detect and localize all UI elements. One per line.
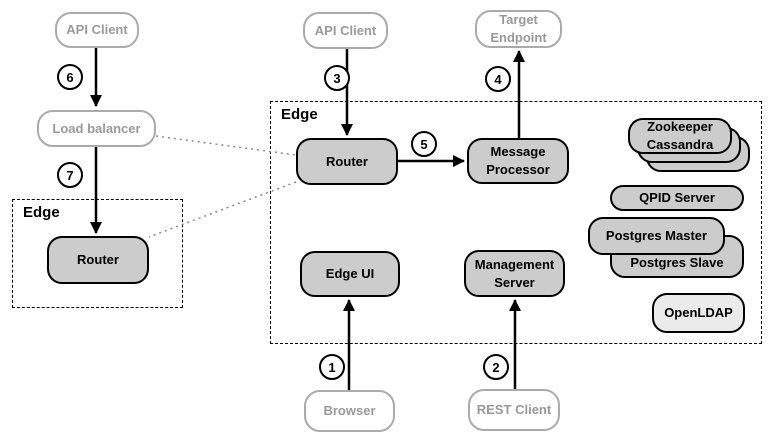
step-number: 2 [492, 359, 500, 375]
step-circle-4: 4 [485, 66, 511, 92]
node-label: API Client [314, 22, 377, 38]
step-number: 3 [333, 70, 341, 86]
node-label: Postgres Slave [630, 255, 724, 271]
node-label: Postgres Master [605, 228, 708, 244]
step-circle-6: 6 [57, 64, 83, 90]
node-load-balancer: Load balancer [37, 110, 156, 147]
node-openldap: OpenLDAP [652, 293, 745, 333]
node-management-server: Management Server [464, 250, 565, 297]
group-edge-left-label: Edge [23, 204, 60, 221]
node-label: Edge UI [325, 266, 375, 282]
group-edge-main-label: Edge [281, 106, 318, 123]
node-message-processor: Message Processor [467, 138, 569, 184]
node-api-client-top: API Client [303, 12, 388, 49]
node-rest-client: REST Client [468, 389, 560, 431]
step-circle-5: 5 [411, 131, 437, 157]
step-circle-3: 3 [324, 65, 350, 91]
node-label: Management Server [474, 256, 555, 290]
node-label: Load balancer [52, 120, 141, 136]
step-circle-7: 7 [57, 162, 83, 188]
node-label: Router [77, 252, 119, 268]
step-number: 1 [328, 359, 336, 375]
node-qpid-server: QPID Server [610, 185, 744, 211]
node-zookeeper-cassandra: Zookeeper Cassandra [628, 118, 732, 154]
step-circle-1: 1 [319, 354, 345, 380]
node-label: Zookeeper Cassandra [646, 119, 714, 152]
node-api-client-left: API Client [55, 12, 139, 48]
dotted-router-main-to-router-left [148, 181, 297, 238]
node-postgres-master: Postgres Master [588, 217, 725, 255]
node-edge-ui: Edge UI [300, 251, 400, 297]
step-number: 7 [66, 167, 74, 183]
node-label: Message Processor [486, 144, 550, 177]
step-number: 6 [66, 69, 74, 85]
node-label: Browser [323, 403, 376, 419]
node-browser: Browser [304, 390, 395, 432]
node-label: Router [326, 153, 368, 169]
node-label: QPID Server [639, 190, 715, 206]
group-edge-left: Edge [12, 199, 183, 308]
step-number: 4 [494, 71, 502, 87]
node-label: Target Endpoint [490, 12, 547, 45]
node-target-endpoint: Target Endpoint [475, 10, 562, 48]
step-circle-2: 2 [483, 354, 509, 380]
node-label: REST Client [476, 402, 552, 418]
step-number: 5 [420, 136, 428, 152]
node-router-main: Router [296, 138, 398, 185]
node-router-left: Router [47, 236, 149, 284]
node-label: API Client [66, 22, 128, 38]
dotted-loadbalancer-to-router-main [155, 135, 297, 156]
node-label: OpenLDAP [664, 305, 733, 321]
